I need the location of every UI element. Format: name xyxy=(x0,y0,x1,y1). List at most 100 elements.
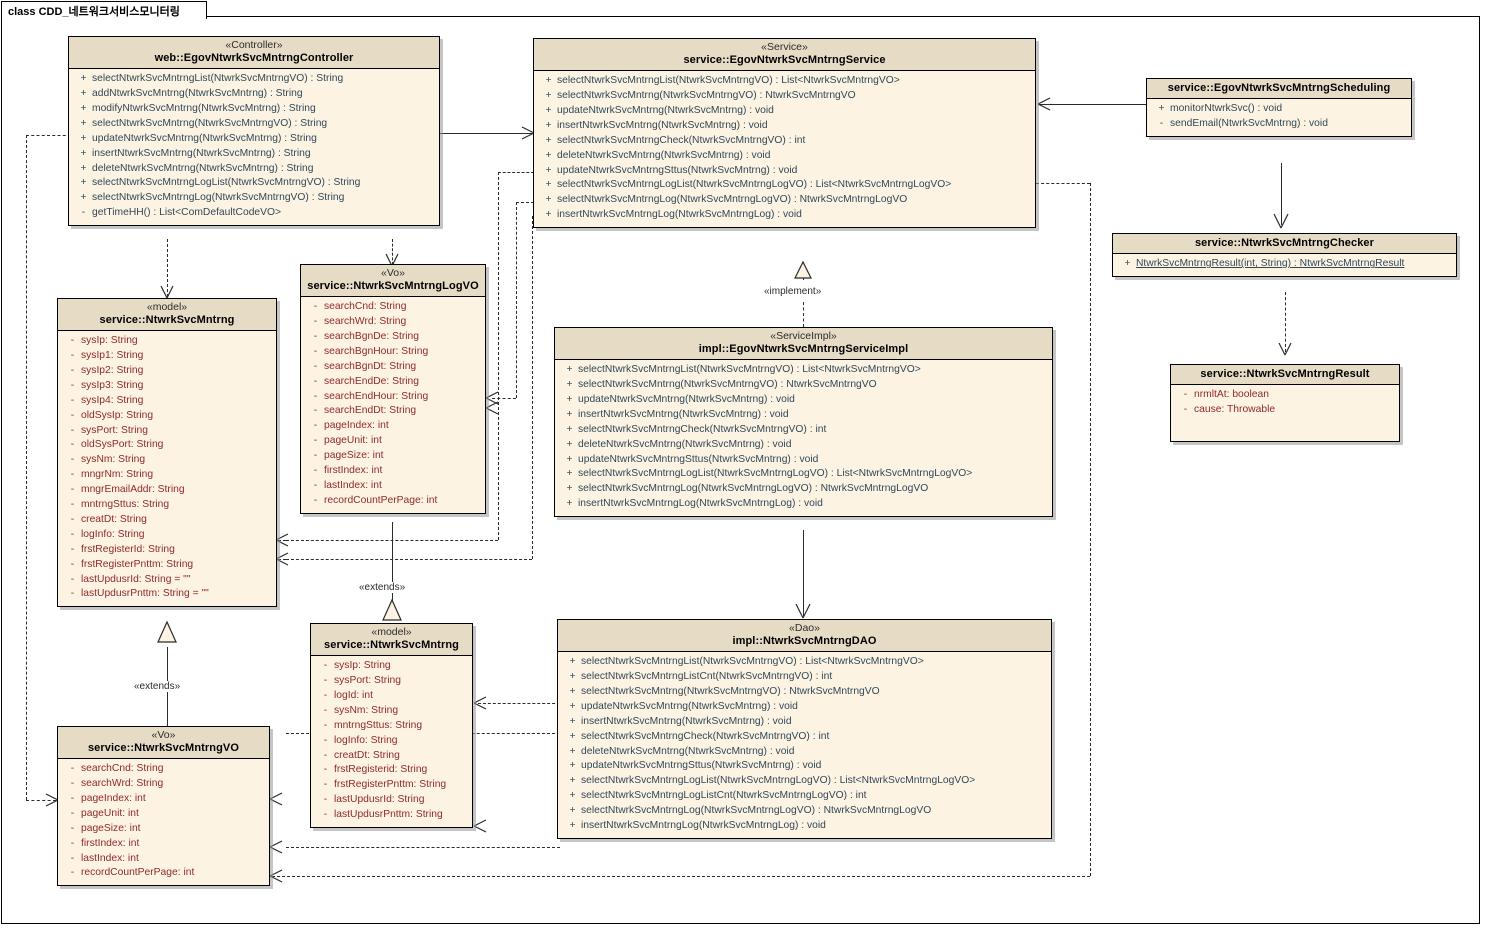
class-box-controller[interactable]: «Controller» web::EgovNtwrkSvcMntrngCont… xyxy=(68,36,440,227)
visibility-marker: - xyxy=(70,763,75,775)
member-signature: updateNtwrkSvcMntrng(NtwrkSvcMntrng) : S… xyxy=(92,132,317,144)
visibility-marker: - xyxy=(70,822,75,834)
class-method-row: +selectNtwrkSvcMntrngListCnt(NtwrkSvcMnt… xyxy=(560,670,1049,685)
class-attribute-row: -sysPort: String xyxy=(60,424,274,439)
visibility-marker: - xyxy=(81,207,86,219)
diagram-title-tab: class CDD_네트워크서비스모니터링 xyxy=(1,1,207,19)
visibility-marker: + xyxy=(545,179,552,191)
connector-controller-to-service xyxy=(440,133,532,134)
class-method-row: +deleteNtwrkSvcMntrng(NtwrkSvcMntrng) : … xyxy=(536,149,1033,164)
member-signature: insertNtwrkSvcMntrng(NtwrkSvcMntrng) : v… xyxy=(581,715,792,727)
visibility-marker: - xyxy=(323,764,328,776)
class-method-row: +updateNtwrkSvcMntrngSttus(NtwrkSvcMntrn… xyxy=(560,759,1049,774)
visibility-marker: - xyxy=(323,689,328,701)
member-signature: insertNtwrkSvcMntrng(NtwrkSvcMntrng) : v… xyxy=(557,119,768,131)
class-box-logvo[interactable]: «Vo» service::NtwrkSvcMntrngLogVO -searc… xyxy=(300,264,486,514)
visibility-marker: + xyxy=(80,87,87,99)
class-name: service::NtwrkSvcMntrng xyxy=(324,638,459,651)
class-box-dao[interactable]: «Dao» impl::NtwrkSvcMntrngDAO +selectNtw… xyxy=(557,619,1052,839)
connector-serviceimpl-to-dao xyxy=(803,530,804,616)
class-attribute-row: -mngrNm: String xyxy=(60,468,274,483)
connector-dao-to-vo xyxy=(286,847,560,848)
class-method-row: +selectNtwrkSvcMntrngCheck(NtwrkSvcMntrn… xyxy=(560,730,1049,745)
member-signature: sysIp4: String xyxy=(81,394,144,406)
class-attribute-row: -frstRegisterId: String xyxy=(60,543,274,558)
visibility-marker: + xyxy=(80,132,87,144)
class-attribute-row: -sysIp1: String xyxy=(60,349,274,364)
class-attribute-row: -oldSysPort: String xyxy=(60,438,274,453)
class-members-model: -sysIp: String-sysIp1: String - sysIp2: St… xyxy=(58,331,276,606)
class-method-row: +selectNtwrkSvcMntrngLog(NtwrkSvcMntrngL… xyxy=(560,804,1049,819)
visibility-marker: + xyxy=(545,89,552,101)
visibility-marker: + xyxy=(80,102,87,114)
class-header-checker: service::NtwrkSvcMntrngChecker xyxy=(1113,234,1456,255)
class-attribute-row: -sysIp4: String xyxy=(60,394,274,409)
class-method-row: +insertNtwrkSvcMntrng(NtwrkSvcMntrng) : … xyxy=(536,119,1033,134)
visibility-marker: + xyxy=(1158,103,1165,115)
member-signature: selectNtwrkSvcMntrngList(NtwrkSvcMntrngV… xyxy=(92,73,344,85)
class-box-service[interactable]: «Service» service::EgovNtwrkSvcMntrngSer… xyxy=(533,38,1036,229)
class-method-row: +selectNtwrkSvcMntrngLogList(NtwrkSvcMnt… xyxy=(536,178,1033,193)
class-method-row: -getTimeHH() : List<ComDefaultCodeVO> xyxy=(71,206,437,221)
visibility-marker: + xyxy=(1124,258,1131,270)
visibility-marker: + xyxy=(80,73,87,85)
visibility-marker: + xyxy=(566,393,573,405)
class-attribute-row: -creatDt: String xyxy=(60,513,274,528)
class-box-serviceimpl[interactable]: «ServiceImpl» impl::EgovNtwrkSvcMntrngSe… xyxy=(554,327,1053,518)
class-box-model-log[interactable]: «model» service::NtwrkSvcMntrng -sysIp: … xyxy=(310,623,473,829)
member-signature: insertNtwrkSvcMntrng(NtwrkSvcMntrng) : v… xyxy=(578,408,789,420)
class-box-model-ntwrksvcmntrng[interactable]: «model» service::NtwrkSvcMntrng -sysIp: … xyxy=(57,298,277,608)
visibility-marker: + xyxy=(566,453,573,465)
visibility-marker: + xyxy=(80,117,87,129)
class-attribute-row: -oldSysIp: String xyxy=(60,409,274,424)
class-attribute-row: -sysIp: String xyxy=(60,334,274,349)
visibility-marker: - xyxy=(70,469,75,481)
visibility-marker: - xyxy=(70,484,75,496)
class-attribute-row: -searchWrd: String xyxy=(303,315,483,330)
class-box-vo[interactable]: «Vo» service::NtwrkSvcMntrngVO -searchCn… xyxy=(57,726,270,887)
class-stereotype: «model» xyxy=(371,626,412,638)
member-signature: sysNm: String xyxy=(81,454,146,466)
class-method-row: +updateNtwrkSvcMntrng(NtwrkSvcMntrng) : … xyxy=(557,393,1050,408)
member-signature: lastUpdusrId: String xyxy=(334,794,425,806)
class-attribute-row: -searchCnd: String xyxy=(60,762,267,777)
member-signature: cause: Throwable xyxy=(1194,404,1276,416)
visibility-marker: - xyxy=(70,424,75,436)
visibility-marker: + xyxy=(545,209,552,221)
visibility-marker: + xyxy=(545,194,552,206)
visibility-marker: + xyxy=(569,685,576,697)
member-signature: selectNtwrkSvcMntrng(NtwrkSvcMntrngVO) :… xyxy=(557,89,856,101)
class-box-result[interactable]: service::NtwrkSvcMntrngResult -nrmltAt: … xyxy=(1170,364,1400,442)
class-method-row: +updateNtwrkSvcMntrng(NtwrkSvcMntrng) : … xyxy=(560,700,1049,715)
visibility-marker: - xyxy=(70,792,75,804)
visibility-marker: + xyxy=(569,805,576,817)
visibility-marker: + xyxy=(569,745,576,757)
class-attribute-row: -firstIndex: int xyxy=(60,837,267,852)
class-attribute-row: -sysIp: String xyxy=(313,659,470,674)
visibility-marker: + xyxy=(80,192,87,204)
member-signature: selectNtwrkSvcMntrngLog(NtwrkSvcMntrngLo… xyxy=(557,194,908,206)
connector-dao-to-modellog-a xyxy=(478,703,560,704)
visibility-marker: - xyxy=(70,454,75,466)
visibility-marker: + xyxy=(545,75,552,87)
class-members-controller: + selectNtwrkSvcMntrngList(NtwrkSvcMntrng… xyxy=(69,69,439,225)
connector-model-arrow-stub-a xyxy=(278,540,286,541)
member-signature: sendEmail(NtwrkSvcMntrng) : void xyxy=(1170,118,1328,130)
class-attribute-row: -searchWrd: String xyxy=(60,777,267,792)
class-box-scheduling[interactable]: service::EgovNtwrkSvcMntrngScheduling +m… xyxy=(1146,78,1412,138)
visibility-marker: + xyxy=(569,775,576,787)
class-attribute-row: -sysNm: String xyxy=(313,704,470,719)
class-box-checker[interactable]: service::NtwrkSvcMntrngChecker +NtwrkSvc… xyxy=(1112,233,1457,278)
member-signature: selectNtwrkSvcMntrngCheck(NtwrkSvcMntrng… xyxy=(578,423,827,435)
visibility-marker: - xyxy=(323,809,328,821)
member-signature: lastUpdusrPnttm: String xyxy=(334,809,443,821)
visibility-marker: - xyxy=(313,494,318,506)
visibility-marker: - xyxy=(313,315,318,327)
member-signature: updateNtwrkSvcMntrng(NtwrkSvcMntrng) : v… xyxy=(581,700,798,712)
connector-controller-left-stub xyxy=(26,135,71,136)
visibility-marker: + xyxy=(569,730,576,742)
visibility-marker: + xyxy=(545,134,552,146)
visibility-marker: - xyxy=(313,479,318,491)
class-method-row: +selectNtwrkSvcMntrngList(NtwrkSvcMntrng… xyxy=(560,655,1049,670)
member-signature: sysIp2: String xyxy=(81,364,144,376)
